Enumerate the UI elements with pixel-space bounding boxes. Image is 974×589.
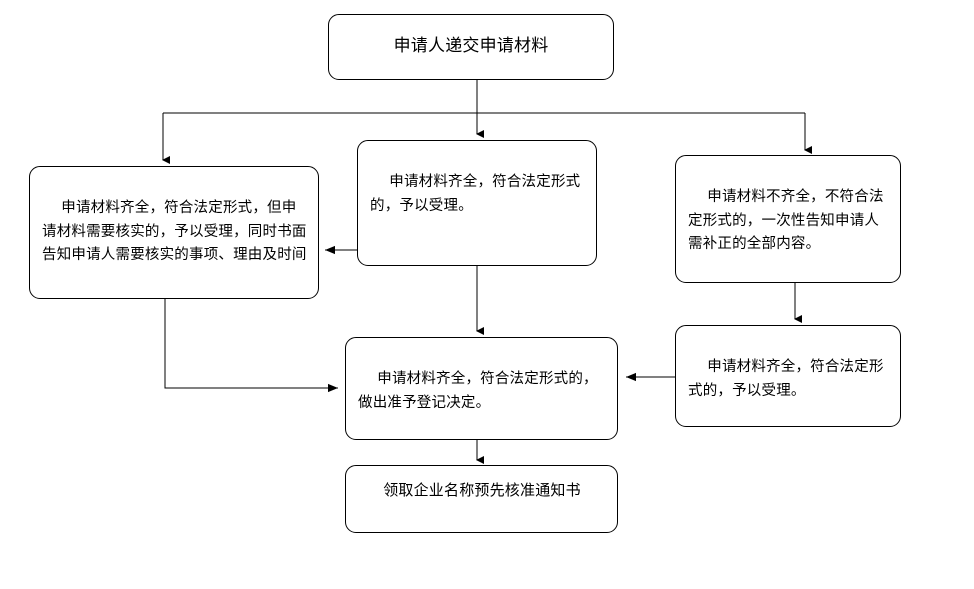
node-decision-label: 申请材料齐全，符合法定形式的，做出准予登记决定。 [358, 371, 598, 411]
node-branch-left-label: 申请材料齐全，符合法定形式，但申请材料需要核实的，予以受理，同时书面告知申请人需… [42, 200, 307, 264]
node-end[interactable]: 领取企业名称预先核准通知书 [345, 465, 618, 533]
node-branch-right[interactable]: 申请材料不齐全，不符合法定形式的，一次性告知申请人需补正的全部内容。 [675, 155, 901, 283]
node-branch-right-label: 申请材料不齐全，不符合法定形式的，一次性告知申请人需补正的全部内容。 [688, 189, 884, 253]
node-end-label: 领取企业名称预先核准通知书 [383, 481, 581, 499]
edge-branch-left-to-decision [164, 299, 338, 393]
node-accept-right-label: 申请材料齐全，符合法定形式的，予以受理。 [688, 359, 884, 399]
node-decision[interactable]: 申请材料齐全，符合法定形式的，做出准予登记决定。 [345, 337, 618, 440]
node-branch-center-label: 申请材料齐全，符合法定形式的，予以受理。 [370, 174, 581, 214]
node-accept-right[interactable]: 申请材料齐全，符合法定形式的，予以受理。 [675, 325, 901, 427]
node-branch-center[interactable]: 申请材料齐全，符合法定形式的，予以受理。 [357, 140, 597, 266]
node-start[interactable]: 申请人递交申请材料 [328, 14, 614, 80]
node-start-label: 申请人递交申请材料 [393, 36, 549, 57]
node-branch-left[interactable]: 申请材料齐全，符合法定形式，但申请材料需要核实的，予以受理，同时书面告知申请人需… [29, 166, 319, 299]
